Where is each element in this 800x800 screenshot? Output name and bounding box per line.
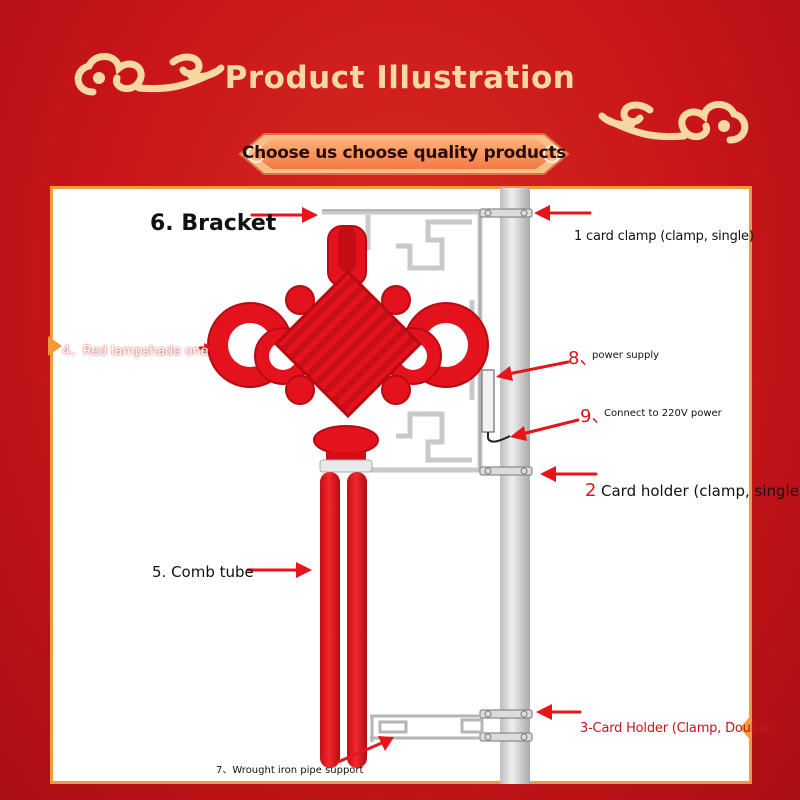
banner-ribbon [238, 133, 570, 175]
arrow-icon [48, 336, 752, 742]
banner-text: Choose us choose quality products [241, 143, 567, 163]
light-pole [500, 188, 530, 784]
label-power-supply: power supply [592, 350, 660, 361]
label-220v-power: Connect to 220V power [604, 408, 722, 419]
cloud-icon [598, 101, 749, 144]
label-220v-number: 9、 [580, 406, 610, 427]
label-comb-tube: 5. Comb tube [152, 563, 254, 581]
label-power-supply-number: 8、 [568, 348, 598, 369]
label-card-holder-double: 3-Card Holder (Clamp, Double) [580, 721, 775, 736]
arrow-icon [198, 205, 598, 764]
label-bracket: 6. Bracket [150, 211, 277, 236]
card-clamp-top [479, 208, 533, 218]
page-title: Product Illustration [224, 60, 576, 96]
label-lampshade: 4、Red lampshade one [62, 344, 209, 359]
comb-tubes [320, 472, 367, 768]
label-card-holder: Card holder (clamp, single) [601, 482, 800, 500]
cloud-icon [74, 53, 225, 96]
card-clamp-bottom [479, 709, 533, 742]
label-card-holder-number: 2 [585, 480, 597, 501]
card-clamp-middle [479, 466, 533, 476]
label-iron-support: 7、Wrought iron pipe support [216, 765, 364, 776]
chinese-knot-lamp-icon [207, 225, 489, 473]
illustration-panel [50, 186, 752, 784]
label-card-clamp-single: 1 card clamp (clamp, single) [574, 229, 754, 244]
